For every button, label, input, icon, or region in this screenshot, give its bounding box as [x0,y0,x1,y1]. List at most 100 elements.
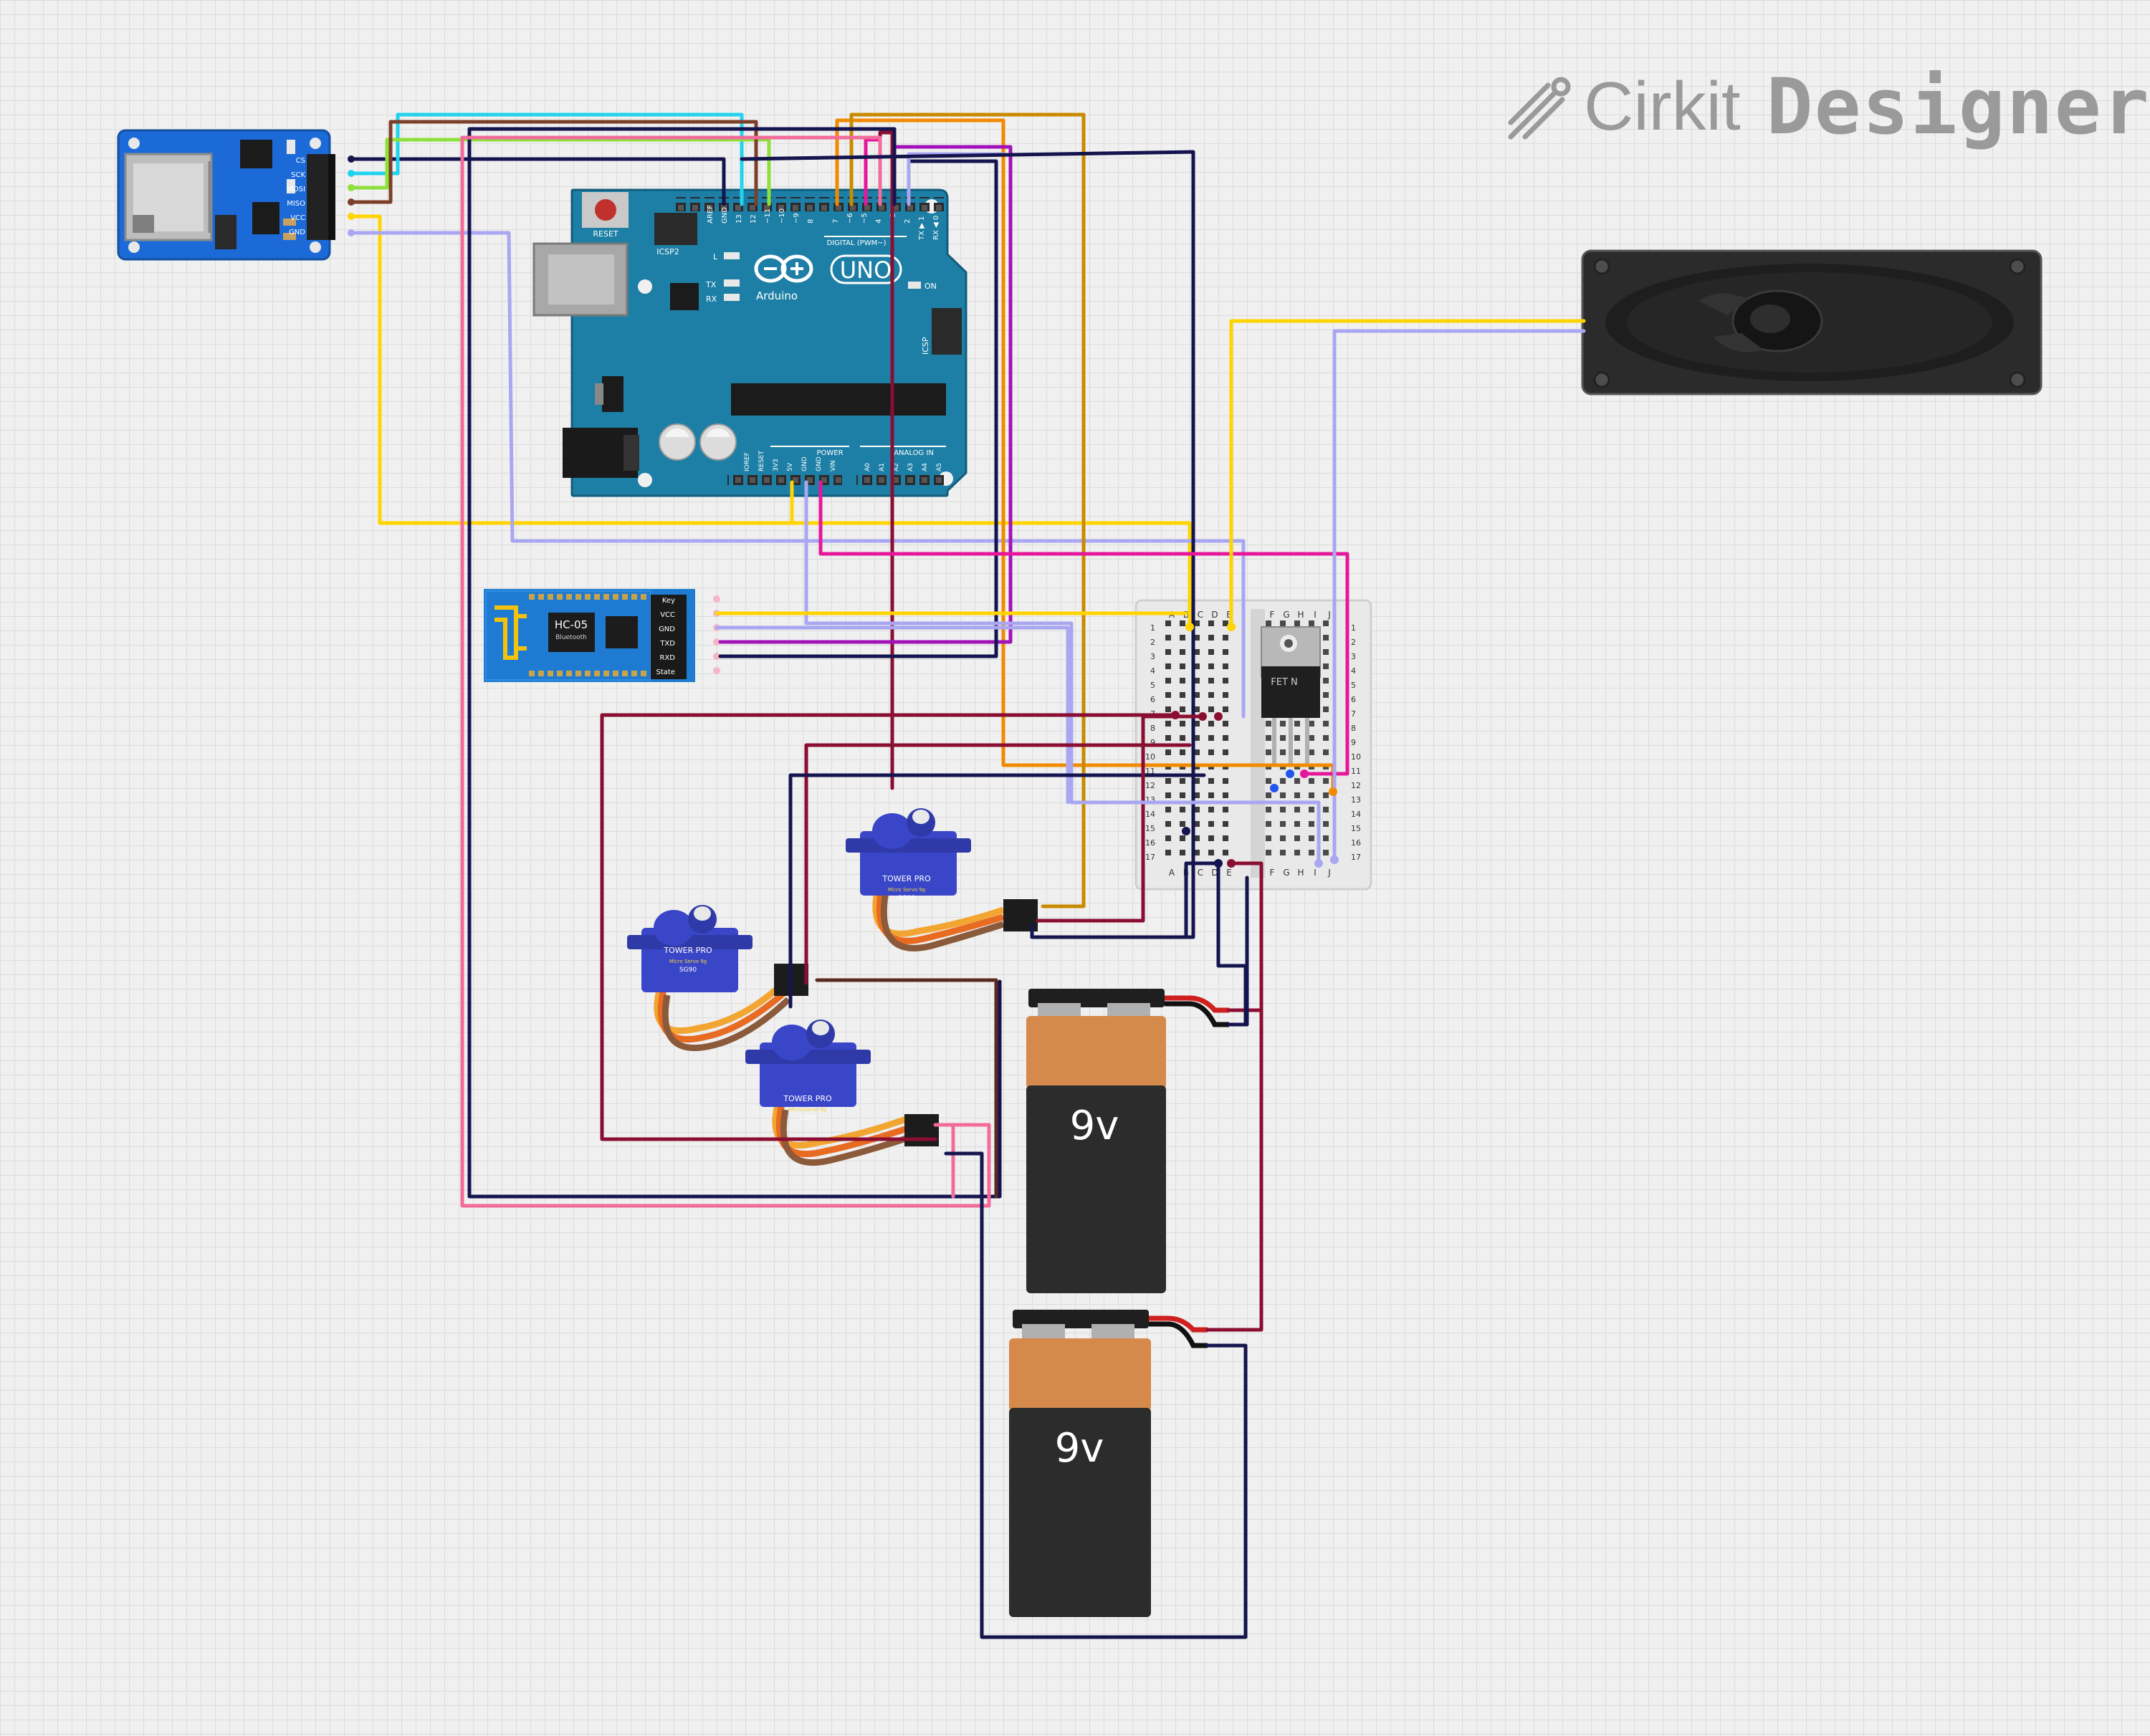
pin-label-a4: A4 [922,463,929,471]
pin-label-a2: A2 [893,463,900,471]
row-label-r13: 13 [1351,795,1361,805]
pin-label-vin: VIN [830,460,837,471]
servo-3-model: SG90 [799,1115,816,1122]
mosfet[interactable]: FET N [1261,626,1321,764]
bluetooth-module[interactable]: HC-05 Bluetooth Key VCC GND TXD RXD Stat… [484,589,720,682]
battery-1-label: 9v [1070,1103,1119,1149]
icsp2-header [654,213,697,245]
pin-label-4: 4 [875,219,883,224]
power-label: POWER [816,449,843,457]
sd-card-module[interactable]: CS SCK MOSI MISO VCC GND [117,129,335,261]
atmega-chip [731,383,946,416]
sd-pin-sck: SCK [291,171,305,179]
col-label-g-bottom: G [1283,868,1289,878]
col-label-a-bottom: A [1169,868,1175,878]
arduino-uno[interactable]: RESET ICSP2 AREF GND 13 12 ~11 ~10 ~9 8 … [532,188,968,497]
servo-2-model: SG90 [679,967,697,974]
row-label-10: 10 [1145,752,1155,762]
pin-label-6: ~6 [846,213,854,224]
breadboard-holes-left [1165,620,1236,863]
wire-d5-magenta [864,138,882,206]
pin-label-5: ~5 [861,213,869,224]
arduino-brand: Arduino [756,289,798,302]
brand-logo: Cirkit Designer [1505,60,2150,153]
reset-label: RESET [593,229,618,239]
sd-pin-gnd: GND [289,229,305,236]
battery-1[interactable]: 9v [1026,989,1229,1293]
wire-breadboard-maroon [1229,861,1263,1012]
wire-navy-servo1 [1030,861,1220,939]
wires [349,112,1586,1639]
row-label-2: 2 [1150,638,1155,647]
wire-maroon-servo3 [804,743,1192,985]
bt-gold-pads [529,594,649,676]
pin-label-a5: A5 [936,463,943,471]
row-label-3: 3 [1150,652,1155,661]
row-label-r14: 14 [1351,810,1361,819]
usb-port [532,242,629,317]
bt-chip-2 [606,616,638,648]
pin-label-11: ~11 [764,208,772,224]
row-label-r10: 10 [1351,752,1361,762]
servo-3-brand: TOWER PRO [783,1094,832,1103]
wire-pink-servo3 [933,1123,955,1199]
row-label-r11: 11 [1351,767,1361,776]
led-tx-label: TX [705,280,717,289]
breadboard-row-labels-right: 1 2 3 4 5 6 7 8 9 10 11 12 13 14 15 16 1… [1351,623,1361,862]
icsp-label: ICSP [921,337,930,355]
speaker[interactable] [1581,249,2042,395]
col-label-c: C [1198,610,1203,620]
sd-pin-cs: CS [296,157,305,165]
bt-chip-main [548,613,595,652]
brand-name-part2: Designer [1766,62,2150,152]
bt-sub: Bluetooth [555,634,587,641]
pin-label-reset: RESET [758,451,765,471]
pin-label-a3: A3 [907,463,914,471]
wire-endpoints [348,155,1339,868]
bt-pin-key: Key [662,597,675,605]
pin-label-2: 2 [904,219,912,224]
row-label-r9: 9 [1351,738,1356,747]
sd-pin-vcc: VCC [290,214,305,222]
col-label-e-bottom: E [1226,868,1232,878]
sd-regulator [252,202,280,234]
battery-2[interactable]: 9v [1009,1310,1208,1617]
bt-pin-txd: TXD [659,640,675,648]
servo-2-brand: TOWER PRO [663,946,712,955]
servo-3-sub: Micro Servo 9g [789,1107,826,1113]
sd-pin-header [307,154,335,240]
servo-1[interactable]: TOWER PRO Micro Servo 9g SG90 [846,808,1038,951]
row-label-r15: 15 [1351,824,1361,833]
bt-pin-gnd: GND [659,625,675,633]
led-tx [724,279,740,287]
row-label-5: 5 [1150,681,1155,690]
servo-2[interactable]: TOWER PRO Micro Servo 9g SG90 [627,905,808,1052]
pin-label-7: 7 [832,219,840,224]
capacitors [659,423,737,461]
sd-pin-labels: CS SCK MOSI MISO VCC GND [287,157,305,236]
reset-button[interactable] [582,192,629,228]
servo-1-model: SG90 [898,895,915,902]
cirkit-logo-icon [1508,77,1571,140]
wire-speaker-lavender [1332,329,1586,862]
wire-breadboard-navy [1216,861,1248,1027]
analog-header [856,475,946,489]
row-label-16: 16 [1145,838,1155,848]
led-on [908,282,921,289]
servo-3[interactable]: TOWER PRO Micro Servo 9g SG90 [745,1020,939,1166]
battery-2-label: 9v [1055,1425,1104,1472]
row-label-r7: 7 [1351,709,1356,719]
wire-maroon-servo2 [600,713,1177,1141]
arduino-model: UNO [840,256,892,284]
wire-brown-servo3 [815,978,998,1199]
mosfet-label: FET N [1271,677,1298,688]
power-header [727,475,842,489]
bt-pin-labels: Key VCC GND TXD RXD State [656,597,676,676]
wire-navy-servo3 [944,1151,1248,1639]
pin-label-13: 13 [735,214,743,224]
wire-pink-long [460,135,991,1208]
led-l [724,252,740,259]
col-label-h-bottom: H [1297,868,1304,878]
col-label-e: E [1226,610,1232,620]
pin-label-gnd2: GND [816,456,823,471]
